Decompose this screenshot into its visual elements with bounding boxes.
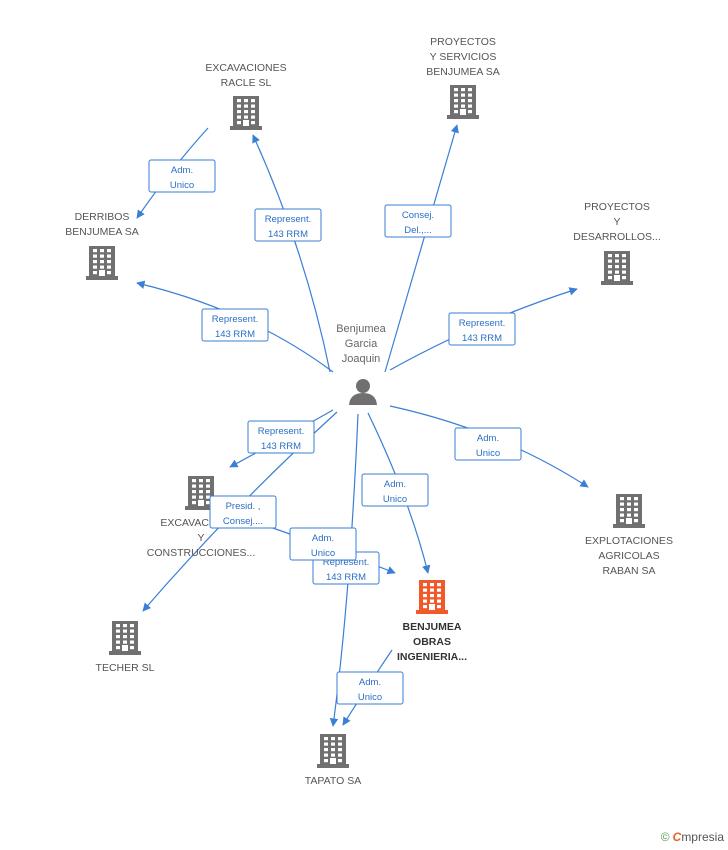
edge-label-box[interactable] xyxy=(247,420,315,454)
company-label-line: DESARROLLOS... xyxy=(573,231,661,243)
brand-name: mpresia xyxy=(681,830,724,844)
edge-label-text: Adm. xyxy=(384,479,406,490)
building-icon xyxy=(601,251,633,285)
company-node-techer[interactable]: TECHER SL xyxy=(96,621,155,674)
company-label-line: TECHER SL xyxy=(96,662,155,674)
building-icon xyxy=(230,96,262,130)
company-label-line: PROYECTOS xyxy=(584,201,650,213)
company-node-explotaciones-agricolas[interactable]: EXPLOTACIONES AGRICOLAS RABAN SA xyxy=(585,494,673,577)
edge-label-box[interactable] xyxy=(336,671,404,705)
building-icon xyxy=(613,494,645,528)
footer-brand: ©Cmpresia xyxy=(661,830,724,844)
person-label-line: Garcia xyxy=(345,338,378,350)
edge-label-text: Represent. xyxy=(459,318,505,329)
edge-label-text: 143 RRM xyxy=(462,333,502,344)
company-node-benjumea-obras[interactable]: BENJUMEA OBRAS INGENIERIA... xyxy=(397,580,467,663)
company-label-line: BENJUMEA xyxy=(403,621,462,633)
company-label-line: BENJUMEA SA xyxy=(65,226,139,238)
person-label-line: Joaquin xyxy=(342,353,381,365)
company-label-line: CONSTRUCCIONES... xyxy=(147,547,256,559)
edge-label-text: Adm. xyxy=(477,433,499,444)
edge-label-text: 143 RRM xyxy=(215,329,255,340)
company-node-proyectos-servicios[interactable]: PROYECTOS Y SERVICIOS BENJUMEA SA xyxy=(426,36,500,119)
company-label-line: EXPLOTACIONES xyxy=(585,535,673,547)
edge-label[interactable]: Adm. Unico xyxy=(361,473,429,507)
building-icon xyxy=(109,621,141,655)
edge-label-text: Consej. xyxy=(402,210,434,221)
edge-label[interactable]: Represent. 143 RRM xyxy=(201,308,269,342)
edge-label[interactable]: Represent. 143 RRM xyxy=(247,420,315,454)
company-node-excavaciones-racle[interactable]: EXCAVACIONES RACLE SL xyxy=(205,62,287,130)
edge-label-box[interactable] xyxy=(448,312,516,346)
edge-label[interactable]: Represent. 143 RRM xyxy=(448,312,516,346)
edge-person-to-proyectos-servicios xyxy=(384,124,459,373)
edge-label-text: Presid. , xyxy=(226,501,261,512)
edge-label-box[interactable] xyxy=(148,159,216,193)
company-label-line: RABAN SA xyxy=(602,565,655,577)
edge-label[interactable]: Adm. Unico xyxy=(454,427,522,461)
edge-label-box[interactable] xyxy=(361,473,429,507)
building-icon xyxy=(317,734,349,768)
edge-label-text: 143 RRM xyxy=(261,441,301,452)
copyright-icon: © xyxy=(660,830,670,844)
edge-label-box[interactable] xyxy=(254,208,322,242)
edge-person-to-excavaciones-racle xyxy=(252,134,331,373)
edge-label[interactable]: Represent. 143 RRM xyxy=(254,208,322,242)
company-label-line: Y SERVICIOS xyxy=(430,51,497,63)
company-label-line: Y xyxy=(613,216,620,228)
edge-label-text: Adm. xyxy=(171,165,193,176)
company-label-line: Y xyxy=(197,532,204,544)
edge-label-box[interactable] xyxy=(289,527,357,561)
edge-label-text: Unico xyxy=(170,180,194,191)
company-label-line: INGENIERIA... xyxy=(397,651,467,663)
edge-label[interactable]: Adm. Unico xyxy=(148,159,216,193)
edge-label[interactable]: Consej. Del.,... xyxy=(384,204,452,238)
edge-label-box[interactable] xyxy=(454,427,522,461)
edge-label-text: Adm. xyxy=(359,677,381,688)
company-label-line: TAPATO SA xyxy=(305,775,361,787)
edge-label-text: Unico xyxy=(311,548,335,559)
edge-label-text: Represent. xyxy=(212,314,258,325)
person-icon xyxy=(349,379,377,405)
company-label-line: RACLE SL xyxy=(221,77,272,89)
edge-label-box[interactable] xyxy=(384,204,452,238)
edge-label[interactable]: Adm. Unico xyxy=(336,671,404,705)
edge-label-text: Unico xyxy=(476,448,500,459)
company-node-tapato[interactable]: TAPATO SA xyxy=(305,734,361,787)
building-icon xyxy=(86,246,118,280)
edge-label-box[interactable] xyxy=(209,495,277,529)
edge-label-text: Unico xyxy=(383,494,407,505)
company-label-line: OBRAS xyxy=(413,636,451,648)
edge-label-text: Del.,... xyxy=(404,225,431,236)
edge-label-text: Unico xyxy=(358,692,382,703)
edge-label-text: Represent. xyxy=(265,214,311,225)
edge-label-text: Represent. xyxy=(258,426,304,437)
person-label-line: Benjumea xyxy=(336,323,386,335)
company-label-line: PROYECTOS xyxy=(430,36,496,48)
company-label-line: BENJUMEA SA xyxy=(426,66,500,78)
edge-label-text: Represent. xyxy=(323,557,369,568)
edge-label-text: Adm. xyxy=(312,533,334,544)
brand-initial: C xyxy=(672,830,682,844)
company-label-line: EXCAVACIONES xyxy=(205,62,286,74)
company-node-proyectos-desarrollos[interactable]: PROYECTOS Y DESARROLLOS... xyxy=(573,201,661,285)
company-label-line: AGRICOLAS xyxy=(598,550,659,562)
edge-label-text: 143 RRM xyxy=(326,572,366,583)
edge-label-box[interactable] xyxy=(201,308,269,342)
building-icon xyxy=(416,580,448,614)
edge-label[interactable]: Presid. , Consej.... xyxy=(209,495,277,529)
company-node-excavaciones-construcciones[interactable]: EXCAVACIONESYCONSTRUCCIONES... xyxy=(147,476,256,559)
company-node-derribos-benjumea[interactable]: DERRIBOS BENJUMEA SA xyxy=(65,211,139,280)
company-label-line: DERRIBOS xyxy=(75,211,130,223)
edge-label-text: Consej.... xyxy=(223,516,263,527)
building-icon xyxy=(447,85,479,119)
edge-label[interactable]: Adm. Unico xyxy=(289,527,357,561)
edge-label-text: 143 RRM xyxy=(268,229,308,240)
